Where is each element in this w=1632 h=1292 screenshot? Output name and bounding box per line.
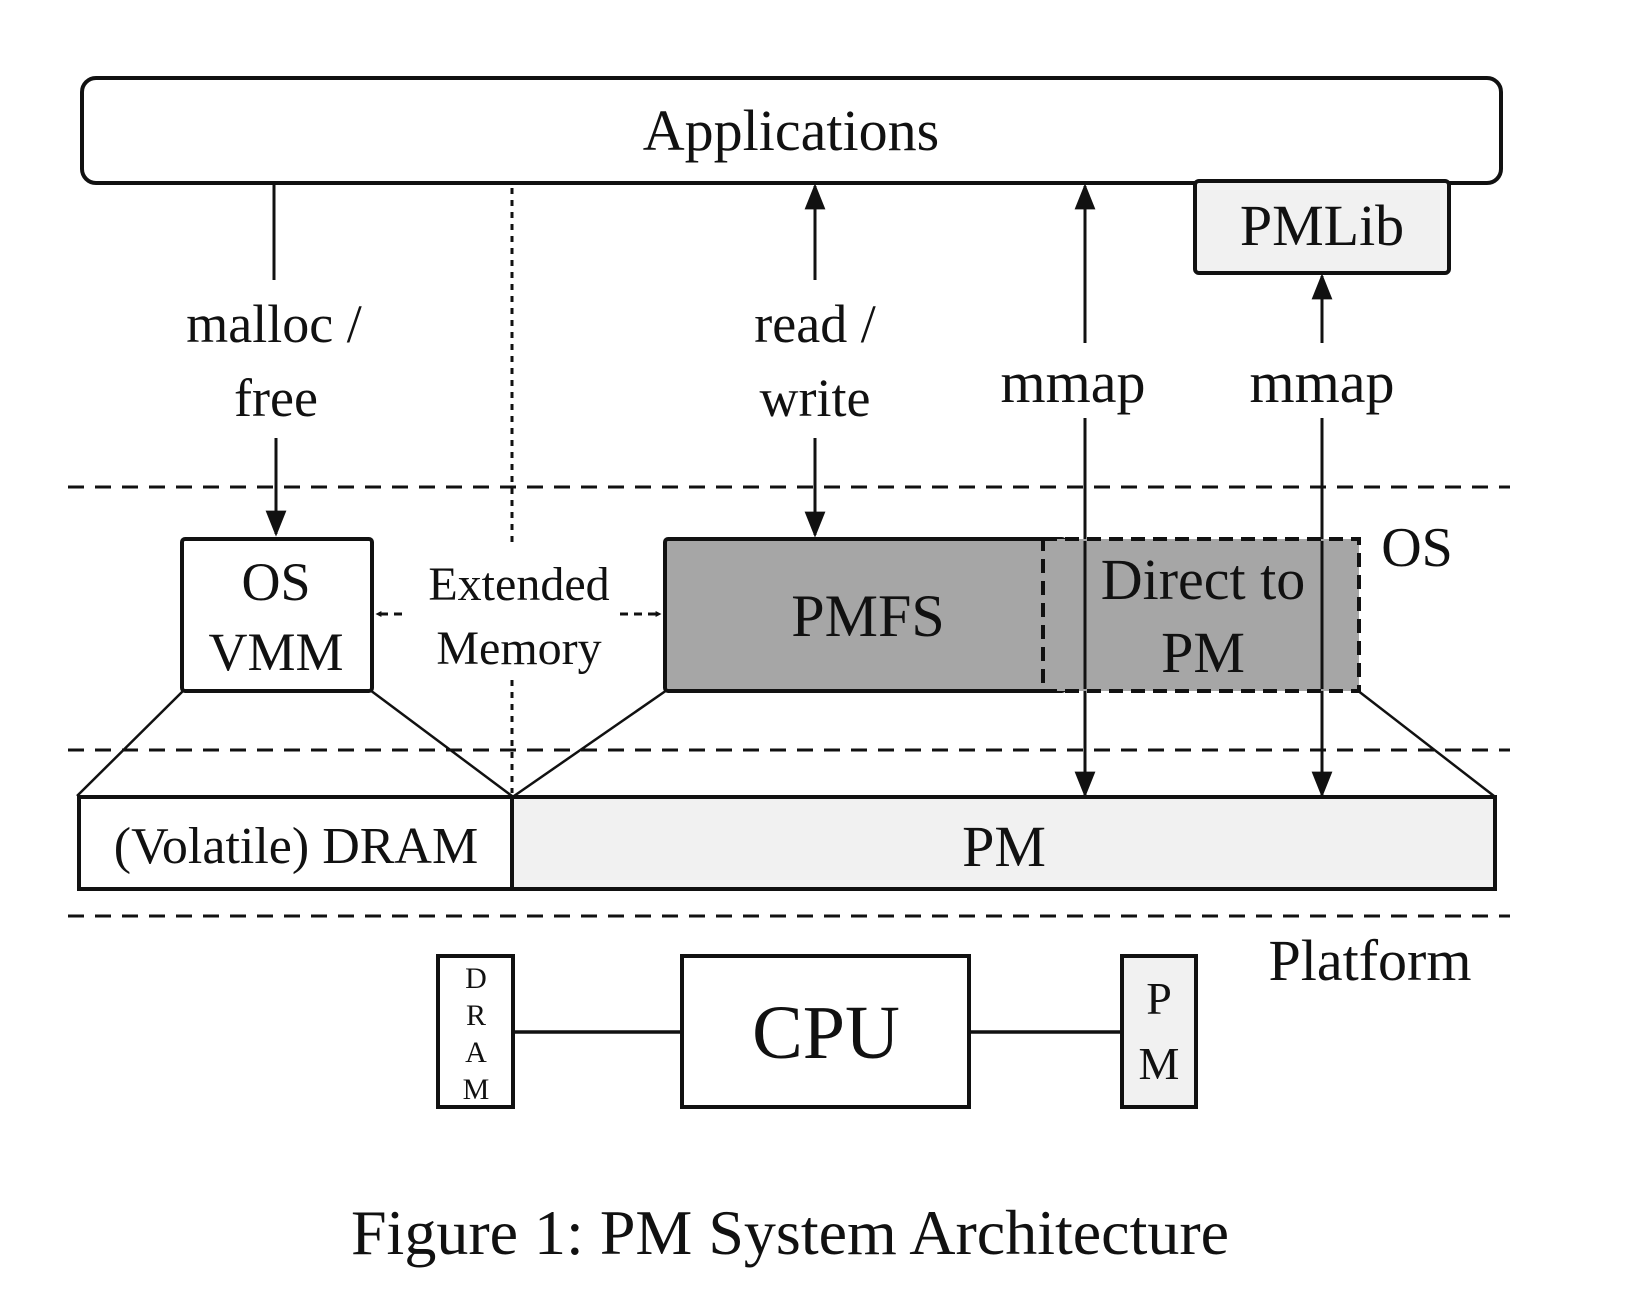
dram-memory-label: (Volatile) DRAM [114,818,478,875]
pmfs-label: PMFS [791,583,944,649]
mmap-lib-label: mmap [1250,350,1395,415]
readwrite-label-line2: write [760,368,871,428]
vmm-projection-left [76,689,185,797]
direct-to-pm-line2: PM [1161,620,1245,685]
pmlib-box [1193,179,1451,275]
pm-memory-box [510,795,1497,891]
dram-chip [436,954,515,1109]
dram-memory-box [77,795,514,891]
platform-layer-label: Platform [1269,928,1472,993]
cpu-label: CPU [752,991,900,1075]
dram-chip-letter-r: R [466,999,486,1032]
os-vmm-line2: VMM [208,622,343,682]
malloc-label-line2: free [234,368,318,428]
malloc-label-line1: malloc / [186,294,361,354]
pm-chip-letter-p: P [1146,973,1172,1024]
dram-chip-letter-d: D [465,962,487,995]
direct-to-pm-text-bg [1090,545,1315,685]
extended-memory-bg [402,548,626,678]
direct-projection-right [1356,689,1495,797]
pmfs-projection-left [513,688,668,798]
os-vmm-line1: OS [241,552,310,612]
pm-chip-letter-m: M [1139,1038,1180,1089]
cpu-box [680,954,971,1109]
applications-label: Applications [643,98,939,163]
mmap-direct-label: mmap [1001,350,1146,415]
vmm-projection-right [369,688,513,798]
readwrite-label-line1: read / [754,294,875,354]
applications-box [80,76,1503,185]
dram-chip-letter-m: M [463,1073,490,1106]
pm-memory-label: PM [962,814,1046,879]
pmlib-label: PMLib [1240,193,1404,258]
os-layer-label: OS [1381,517,1453,579]
os-vmm-box [180,537,374,693]
direct-to-pm-line1: Direct to [1101,547,1306,612]
dram-chip-letter-a: A [465,1036,487,1069]
extended-memory-line2: Memory [436,622,601,675]
figure-caption: Figure 1: PM System Architecture [351,1197,1229,1268]
pm-chip [1120,954,1198,1109]
extended-memory-line1: Extended [428,558,609,611]
